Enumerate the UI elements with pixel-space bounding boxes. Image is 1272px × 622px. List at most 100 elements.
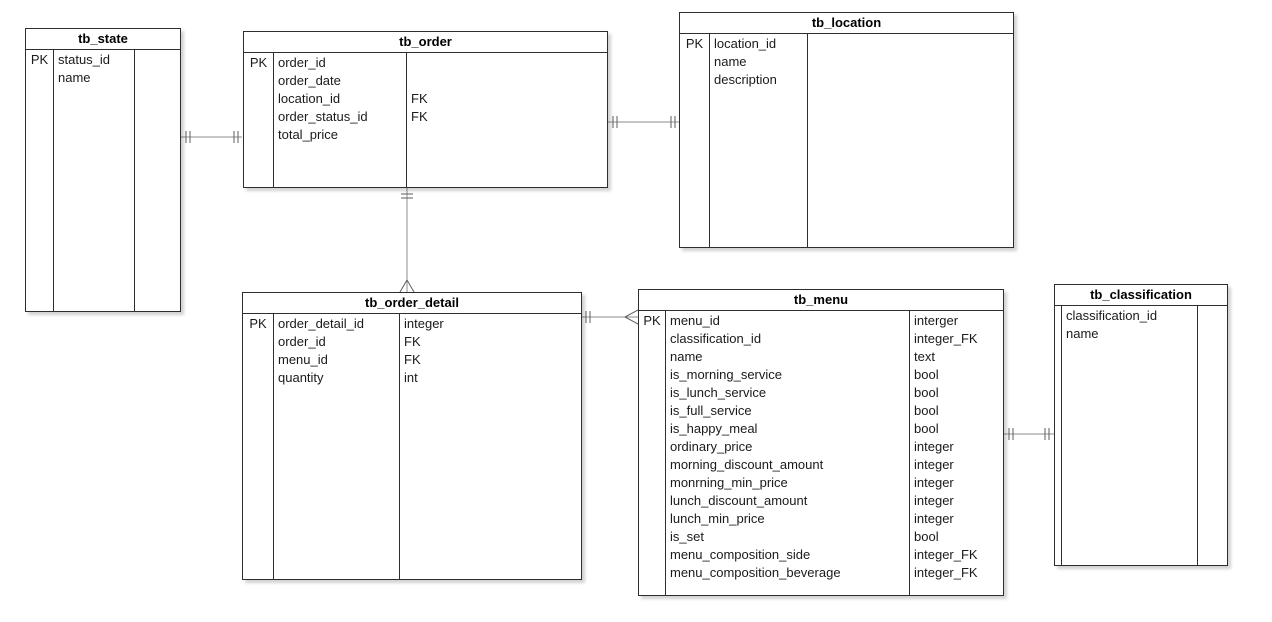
pk-cell [243,333,273,351]
pk-column: PK [639,311,665,595]
type-column: integer FK FK int [399,314,581,579]
entity-body: PK status_id name [26,50,180,311]
field-name: lunch_discount_amount [670,493,808,508]
entity-title: tb_classification [1055,285,1227,306]
pk-cell [639,564,665,582]
pk-cell: PK [249,316,267,331]
pk-cell [639,402,665,420]
pk-cell [639,348,665,366]
field-type [411,72,607,90]
pk-cell [639,438,665,456]
pk-cell [639,492,665,510]
pk-cell [244,90,273,108]
pk-cell [243,369,273,387]
pk-cell [639,546,665,564]
entity-tb_state[interactable]: tb_state PK status_id name [25,28,181,312]
pk-cell [244,72,273,90]
field-name: classification_id [670,331,762,346]
relation-order-location[interactable] [608,116,679,128]
pk-cell [680,71,709,89]
field-name: is_happy_meal [670,421,758,436]
field-type: FK [411,109,428,124]
pk-cell: PK [249,55,268,70]
field-name: name [670,349,703,364]
field-column: classification_id name [1061,306,1197,565]
field-type: integer [914,439,954,454]
field-type: bool [914,367,939,382]
pk-cell [639,330,665,348]
relation-order-orderdetail[interactable] [399,188,415,293]
field-type [812,71,1013,89]
field-type: FK [404,334,421,349]
pk-cell [639,528,665,546]
field-type: integer [914,493,954,508]
field-type: integer [914,511,954,526]
field-name: is_full_service [670,403,752,418]
field-name: menu_composition_beverage [670,565,841,580]
pk-column: PK [680,34,709,247]
field-type [812,53,1013,71]
entity-body: PK location_id name description [680,34,1013,247]
field-column: order_id order_date location_id order_st… [273,53,406,187]
field-name: total_price [278,127,338,142]
field-type: FK [411,91,428,106]
field-type: FK [404,352,421,367]
field-type [812,35,1013,53]
relation-orderdetail-menu[interactable] [582,309,639,325]
field-type [1202,307,1227,325]
field-name: order_date [278,73,341,88]
field-name: location_id [278,91,341,106]
field-name: morning_discount_amount [670,457,824,472]
field-type [139,69,180,87]
entity-title: tb_menu [639,290,1003,311]
field-type: integer [404,316,444,331]
entity-tb_order_detail[interactable]: tb_order_detail PK order_detail_id order… [242,292,582,580]
field-name: order_detail_id [278,316,365,331]
field-type: bool [914,403,939,418]
field-type: integer_FK [914,565,978,580]
entity-title: tb_state [26,29,180,50]
field-name: order_id [278,334,326,349]
entity-body: classification_id name [1055,306,1227,565]
field-column: status_id name [53,50,134,311]
pk-cell [243,351,273,369]
type-column [134,50,180,311]
field-type: integer [914,475,954,490]
entity-tb_menu[interactable]: tb_menu PK menu_id classification_id nam… [638,289,1004,596]
field-type: interger [914,313,959,328]
field-name: ordinary_price [670,439,753,454]
relation-state-order[interactable] [181,131,242,143]
entity-title: tb_order_detail [243,293,581,314]
type-column [1197,306,1227,565]
field-name: description [714,72,777,87]
relation-menu-classification[interactable] [1004,428,1054,440]
pk-cell: PK [30,52,49,67]
pk-cell: PK [643,313,661,328]
entity-tb_order[interactable]: tb_order PK order_id order_date location… [243,31,608,188]
field-name: is_set [670,529,704,544]
pk-cell [639,366,665,384]
field-name: menu_id [670,313,720,328]
pk-cell [244,126,273,144]
field-name: lunch_min_price [670,511,765,526]
entity-title: tb_order [244,32,607,53]
field-type [1202,325,1227,343]
pk-cell [639,420,665,438]
field-type: bool [914,421,939,436]
pk-column: PK [243,314,273,579]
field-name: is_morning_service [670,367,782,382]
pk-column: PK [26,50,53,311]
entity-tb_location[interactable]: tb_location PK location_id name descript… [679,12,1014,248]
field-name: is_lunch_service [670,385,767,400]
field-name: status_id [58,52,111,67]
crow-foot-icon [399,279,415,293]
field-name: classification_id [1066,308,1158,323]
field-type: bool [914,385,939,400]
entity-tb_classification[interactable]: tb_classification classification_id name [1054,284,1228,566]
field-type: bool [914,529,939,544]
field-name: quantity [278,370,324,385]
field-type: integer_FK [914,331,978,346]
field-column: menu_id classification_id name is_mornin… [665,311,909,595]
entity-title: tb_location [680,13,1013,34]
field-name: order_id [278,55,326,70]
